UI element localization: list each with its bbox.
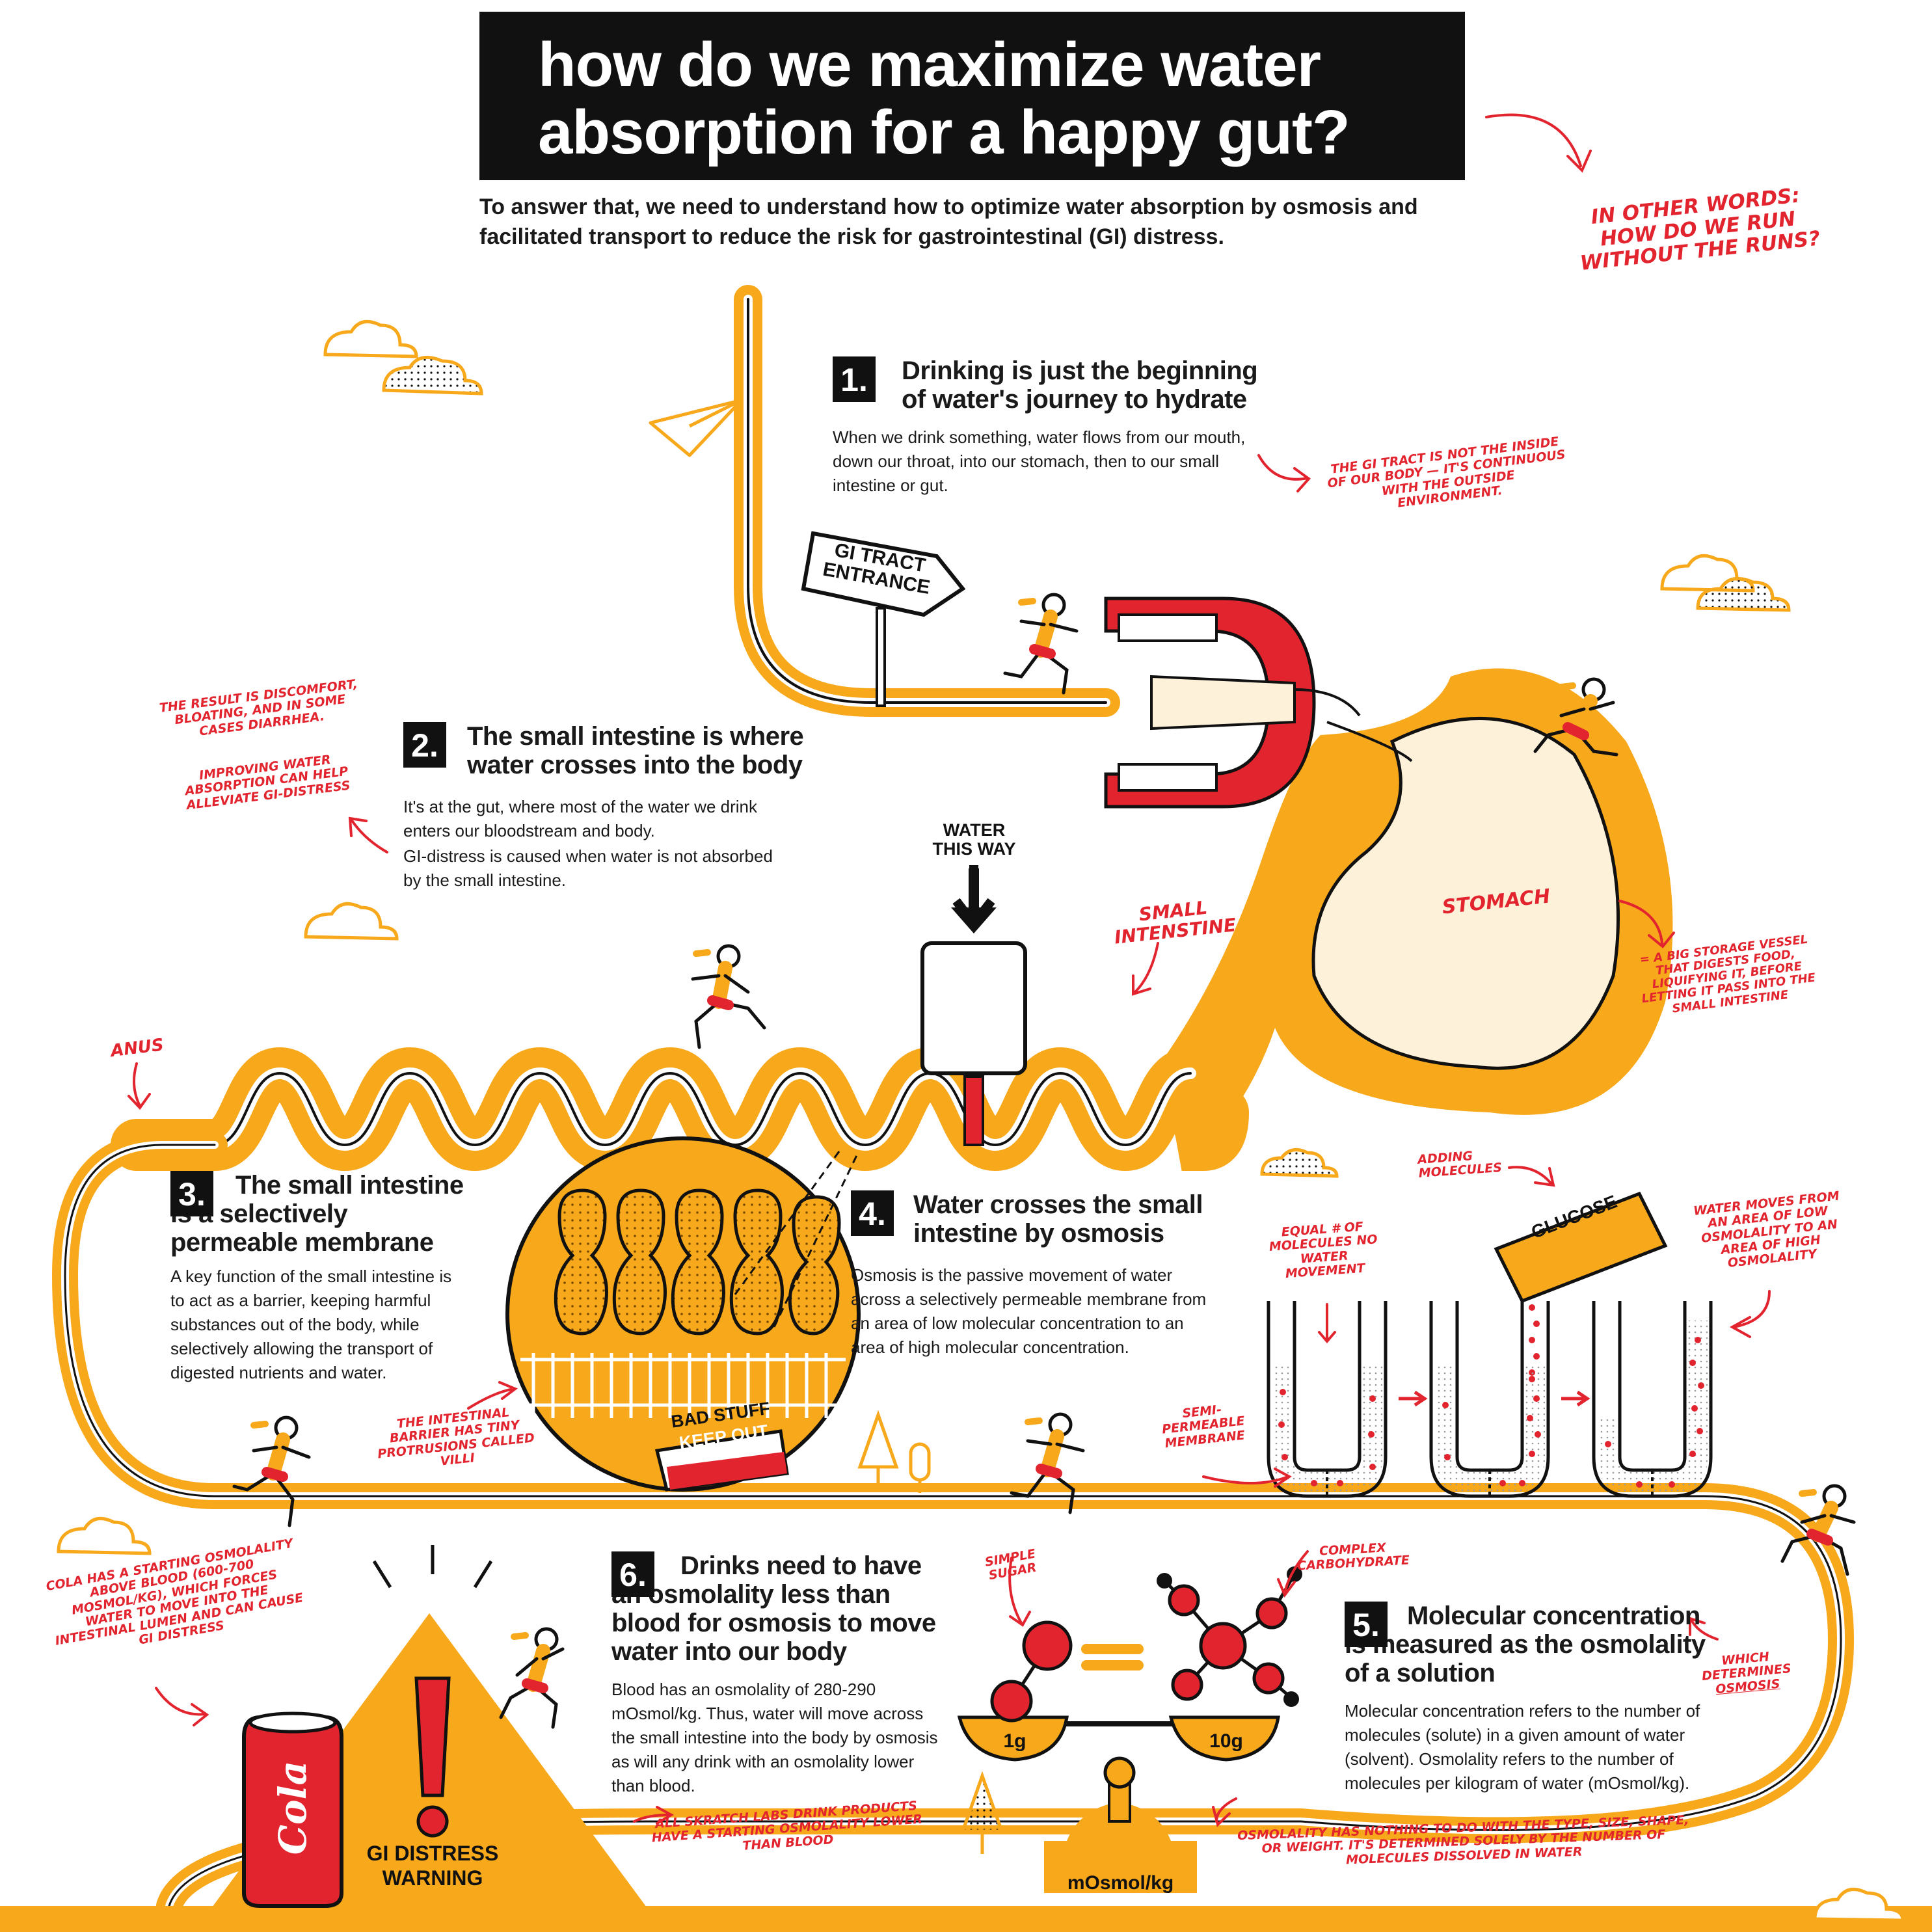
villi-magnifier	[505, 1136, 861, 1492]
section-number: 4.	[851, 1190, 894, 1236]
section-number: 3.	[170, 1171, 213, 1216]
section-body: Osmosis is the passive movement of water…	[851, 1265, 1207, 1357]
section-body: Blood has an osmolality of 280-290 mOsmo…	[611, 1680, 938, 1795]
section-title: Molecular concentration is measured as t…	[1345, 1602, 1706, 1687]
warning-line-2: WARNING	[382, 1866, 483, 1890]
gi-tract-entrance-sign	[801, 531, 966, 707]
section-body-2: GI-distress is caused when water is not …	[403, 846, 773, 890]
section-title: The small intestine is where water cross…	[467, 722, 804, 779]
u-tube-icons	[1267, 1301, 1713, 1498]
section-4: 4. Water crosses the small intestine by …	[851, 1190, 1241, 1360]
water-sign-line-1: WATER	[943, 820, 1006, 840]
section-body: A key function of the small intestine is…	[170, 1267, 452, 1382]
weight-left-label: 1g	[1003, 1730, 1026, 1752]
cola-label: Cola	[271, 1760, 315, 1855]
cola-can-icon	[242, 1711, 343, 1908]
title-line-1: how do we maximize water	[538, 30, 1321, 100]
section-body: It's at the gut, where most of the water…	[403, 797, 757, 840]
section-title: Drinking is just the beginning of water'…	[902, 356, 1258, 414]
water-sign-line-2: THIS WAY	[932, 839, 1016, 859]
section-body: Molecular concentration refers to the nu…	[1345, 1701, 1700, 1793]
section-1: 1. Drinking is just the beginning of wat…	[833, 356, 1288, 498]
section-2: 2. The small intestine is where water cr…	[403, 722, 826, 892]
section-3: 3. The small intestine is a selectively …	[170, 1171, 476, 1385]
balance-scale	[957, 1566, 1302, 1893]
esophagus-tube	[734, 285, 1120, 717]
weight-right-label: 10g	[1209, 1730, 1243, 1752]
annotation-arrows	[127, 113, 1771, 1827]
water-this-way-sign	[920, 865, 1027, 1146]
section-title: Drinks need to have an osmolality less t…	[611, 1551, 936, 1666]
small-intestine	[0, 1047, 1932, 1932]
scale-unit-label: mOsmol/kg	[1067, 1872, 1174, 1894]
title-line-2: absorption for a happy gut?	[538, 98, 1350, 167]
cloud-icons	[57, 319, 1905, 1922]
section-number: 6.	[611, 1551, 654, 1597]
section-5: 5. Molecular concentration is measured a…	[1345, 1602, 1722, 1795]
section-body: When we drink something, water flows fro…	[833, 427, 1246, 495]
section-number: 1.	[833, 356, 876, 402]
section-number: 2.	[403, 722, 446, 768]
section-title: Water crosses the small intestine by osm…	[913, 1190, 1203, 1248]
runner-figures	[232, 593, 1856, 1729]
section-title: The small intestine is a selectively per…	[170, 1171, 464, 1257]
paper-plane-icon	[649, 398, 744, 457]
stomach	[1158, 668, 1673, 1171]
tree-icons	[857, 1410, 1004, 1854]
warning-line-1: GI DISTRESS	[366, 1842, 499, 1865]
note-equal-molecules: Equal # of molecules no water movement	[1268, 1219, 1378, 1281]
mouth	[1104, 597, 1361, 809]
section-number: 5.	[1345, 1602, 1388, 1647]
lead-text: To answer that, we need to understand ho…	[479, 195, 1418, 249]
section-6: 6. Drinks need to have an osmolality les…	[611, 1551, 950, 1798]
